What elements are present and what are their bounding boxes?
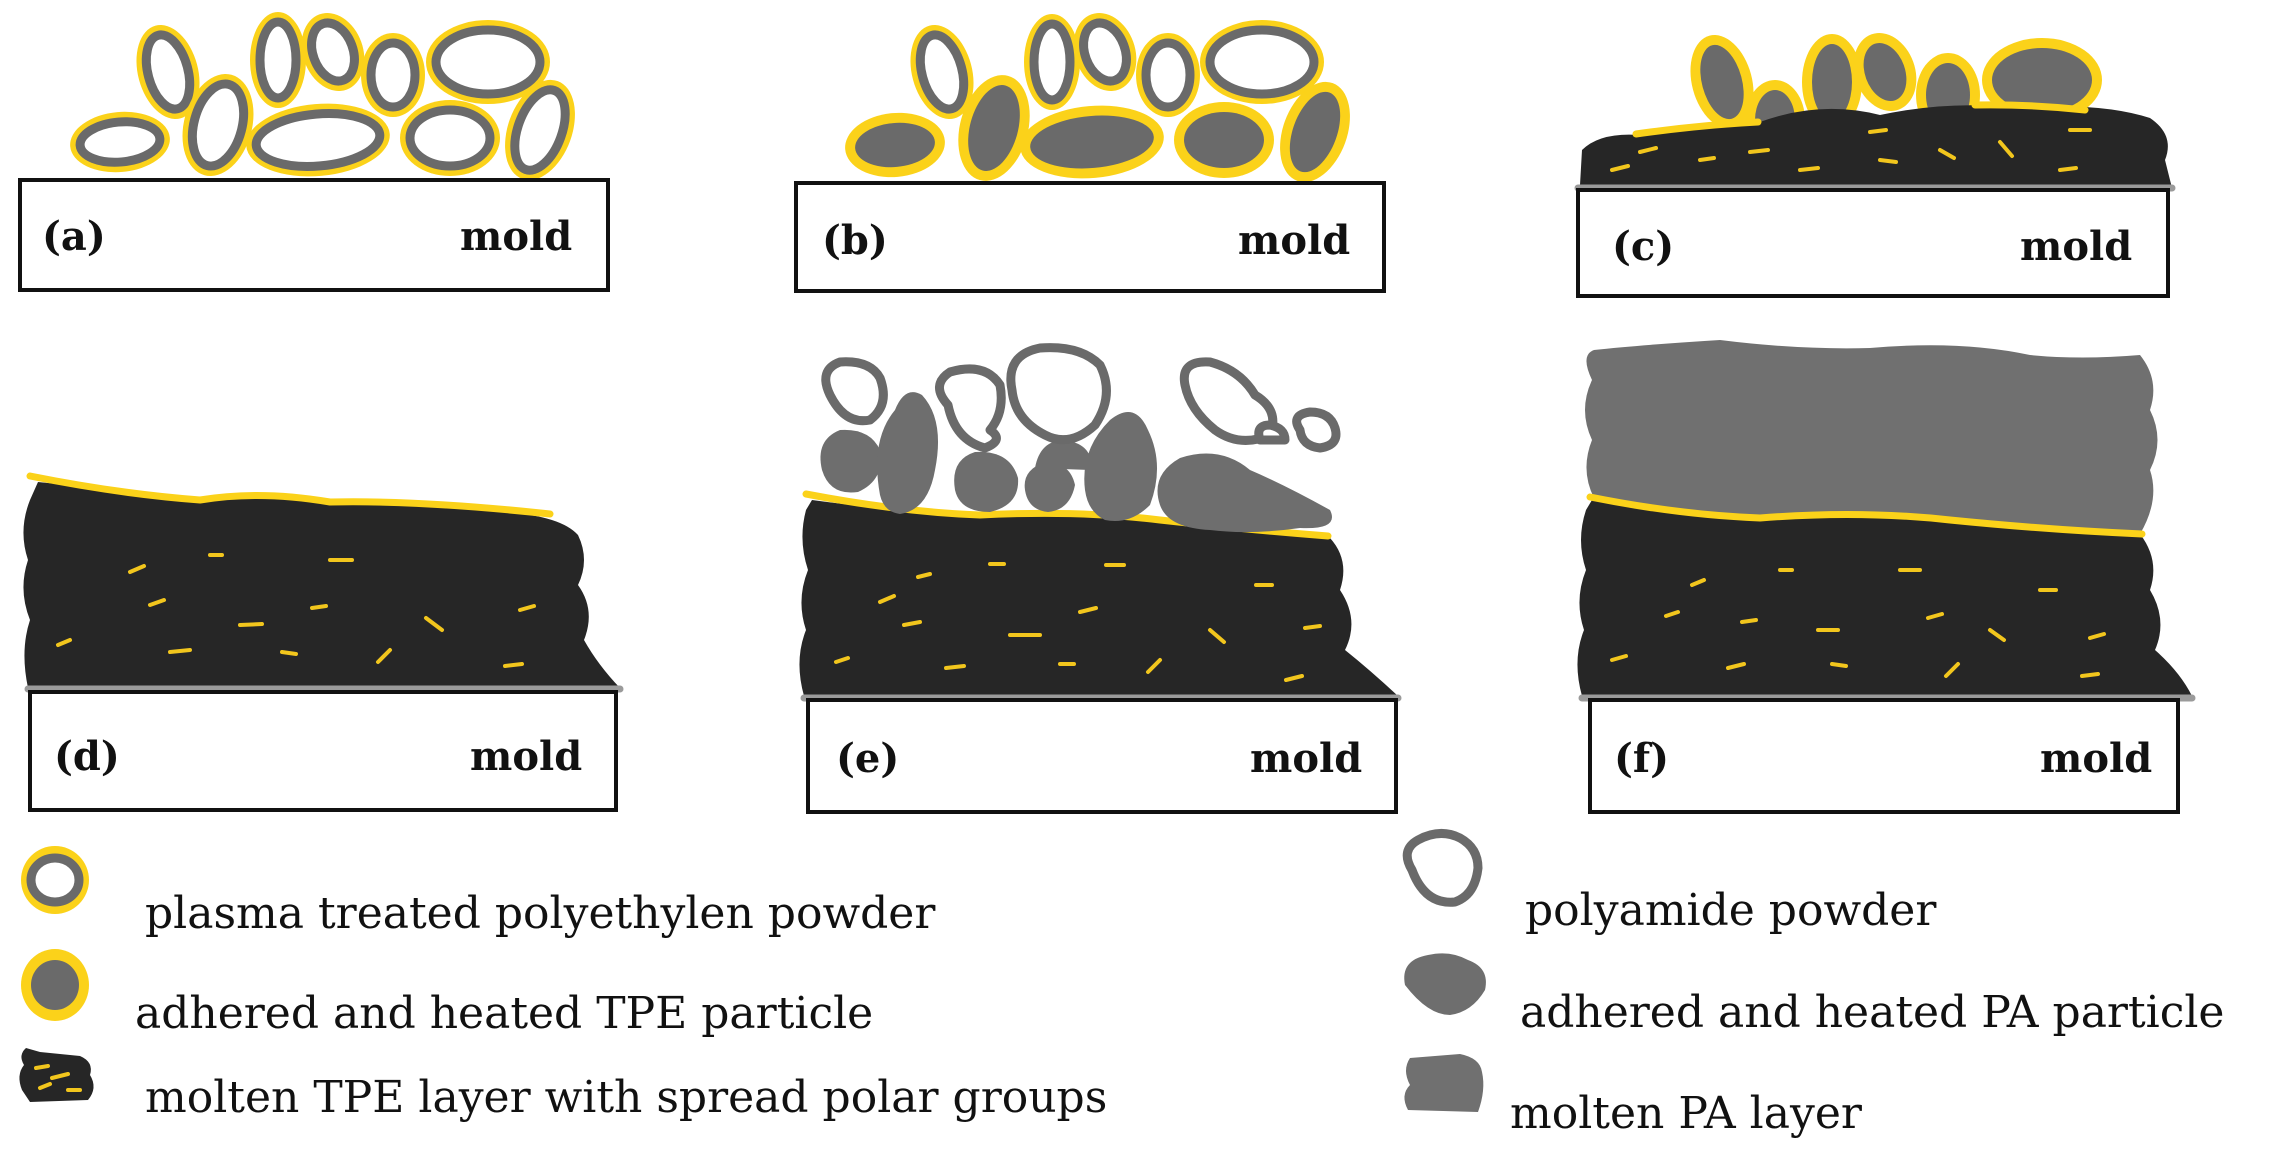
- legend-pa-layer: molten PA layer: [1510, 1088, 1863, 1139]
- polar-groups: [834, 562, 1322, 682]
- pe-powder-particles: [70, 12, 575, 181]
- panel-label: (c): [1612, 223, 1674, 270]
- pa-powder-icon: [1402, 829, 1483, 907]
- mold-box: [18, 178, 610, 292]
- legend-pa-particle: adhered and heated PA particle: [1520, 987, 2224, 1038]
- mold-label: mold: [1238, 217, 1350, 264]
- mold-box: [28, 690, 618, 812]
- polar-surface-line: [1971, 101, 2089, 114]
- mold-label: mold: [470, 733, 582, 780]
- polar-groups: [56, 553, 536, 668]
- panel-b: (b) mold: [794, 13, 1386, 293]
- polar-surface-line: [1586, 493, 2146, 538]
- panel-c: (c) mold: [1574, 33, 2176, 298]
- legend-pa-powder: polyamide powder: [1525, 885, 1937, 936]
- molten-tpe-layer: [799, 500, 1398, 696]
- pa-layer-icon: [1404, 1054, 1484, 1112]
- molten-tpe-layer: [23, 482, 621, 688]
- mixed-particles: [845, 13, 1350, 183]
- pe-powder-icon: [21, 846, 89, 914]
- panel-a: (a) mold: [18, 12, 610, 292]
- mold-label: mold: [460, 213, 572, 260]
- panel-e: (e) mold: [799, 343, 1402, 814]
- mold-box: [806, 698, 1398, 814]
- pa-particles: [820, 343, 1341, 533]
- pa-particle-icon: [1404, 953, 1486, 1015]
- mold-label: mold: [2040, 735, 2152, 782]
- legend-pe-powder: plasma treated polyethylen powder: [145, 888, 936, 939]
- mold-label: mold: [1250, 735, 1362, 782]
- panel-label: (f): [1614, 735, 1669, 782]
- panel-f: (f) mold: [1577, 340, 2196, 814]
- mold-label: mold: [2020, 223, 2132, 270]
- legend: plasma treated polyethylen powder adhere…: [19, 829, 2224, 1139]
- panel-label: (a): [42, 213, 106, 260]
- molten-tpe-layer: [1577, 500, 2192, 696]
- polar-surface-line: [26, 472, 554, 518]
- tpe-particle-icon: [21, 949, 89, 1021]
- polar-groups: [1610, 128, 2092, 172]
- mold-box: [794, 181, 1386, 293]
- mold-box: [1576, 188, 2170, 298]
- legend-tpe-layer: molten TPE layer with spread polar group…: [145, 1072, 1107, 1123]
- tpe-layer-icon: [19, 1048, 94, 1102]
- legend-tpe-particle: adhered and heated TPE particle: [135, 988, 873, 1039]
- mold-box: [1588, 698, 2180, 814]
- polar-groups: [1610, 568, 2106, 678]
- panel-label: (d): [54, 733, 120, 780]
- molten-tpe-layer: [1580, 105, 2172, 188]
- panel-d: (d) mold: [23, 472, 624, 812]
- panel-label: (e): [836, 735, 899, 782]
- molten-pa-layer: [1585, 340, 2158, 534]
- panel-label: (b): [822, 217, 888, 264]
- polar-surface-line: [1632, 118, 1762, 138]
